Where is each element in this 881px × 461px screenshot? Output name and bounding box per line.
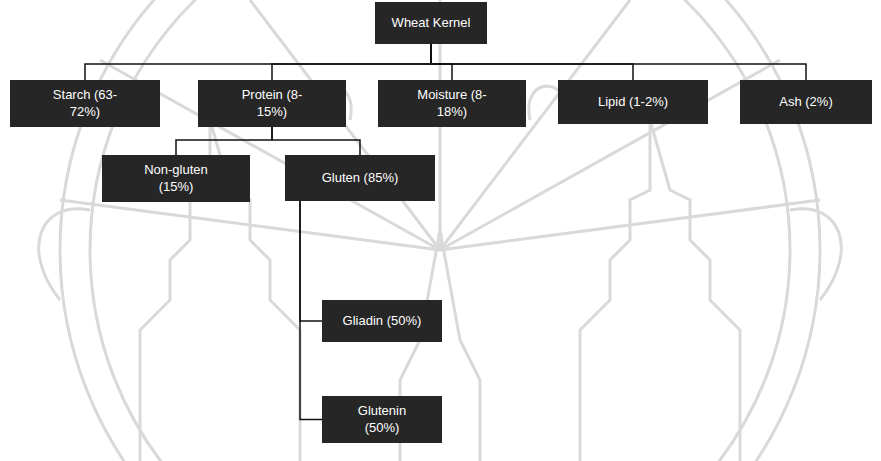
node-label: Gliadin (50%) — [343, 313, 422, 329]
category-box: Starch (63-72%) — [10, 80, 160, 127]
tree-connector — [431, 44, 452, 80]
tree-connector — [431, 44, 633, 80]
category-box: Non-gluten (15%) — [102, 155, 250, 202]
category-box: Gliadin (50%) — [322, 300, 442, 342]
category-box: Moisture (8-18%) — [378, 80, 526, 127]
tree-connector — [431, 44, 806, 80]
category-box: Protein (8-15%) — [198, 80, 346, 127]
node-label: Wheat Kernel — [392, 15, 471, 31]
node-label: Non-gluten (15%) — [136, 162, 216, 195]
category-box: Glutenin (50%) — [322, 396, 442, 443]
node-label: Gluten (85%) — [322, 170, 399, 186]
tree-connector — [272, 44, 431, 80]
node-label: Starch (63-72%) — [45, 87, 125, 120]
node-label: Glutenin (50%) — [342, 403, 422, 436]
category-box: Lipid (1-2%) — [558, 80, 708, 124]
tree-connector — [300, 201, 322, 321]
category-box: Ash (2%) — [740, 80, 872, 124]
node-label: Lipid (1-2%) — [598, 94, 668, 110]
category-box: Gluten (85%) — [285, 155, 435, 201]
node-label: Ash (2%) — [779, 94, 832, 110]
tree-connector — [272, 127, 360, 155]
tree-connector — [300, 201, 322, 420]
root-box: Wheat Kernel — [375, 2, 487, 44]
tree-connector — [85, 44, 431, 80]
node-label: Moisture (8-18%) — [412, 87, 492, 120]
tree-connector — [176, 127, 272, 155]
node-label: Protein (8-15%) — [232, 87, 312, 120]
